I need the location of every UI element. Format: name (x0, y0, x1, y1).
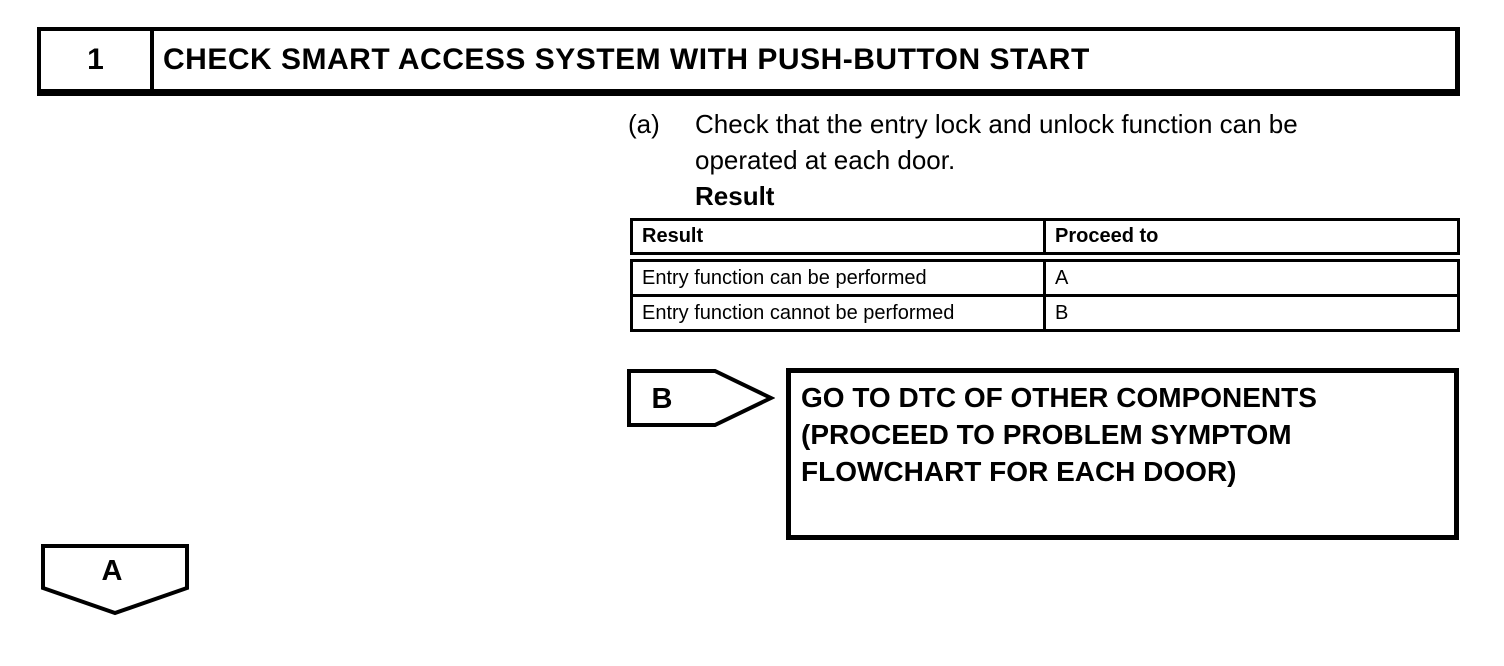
connector-b: B (627, 369, 775, 427)
connector-a-pentagon-shape (41, 544, 189, 616)
table-cell-result: Entry function cannot be performed (630, 294, 1046, 332)
table-cell-result: Entry function can be performed (630, 255, 1046, 297)
connector-b-arrow-shape (627, 369, 775, 427)
instruction-text: Check that the entry lock and unlock fun… (695, 109, 1298, 175)
table-cell-proceed-to: A (1043, 255, 1460, 297)
table-cell-proceed-to: B (1043, 294, 1460, 332)
table-row: Entry function can be performed A (630, 255, 1460, 297)
result-label: Result (695, 181, 775, 211)
action-box-b: GO TO DTC OF OTHER COMPONENTS (PROCEED T… (786, 368, 1459, 540)
step-number: 1 (41, 31, 154, 89)
table-header-row: Result Proceed to (630, 218, 1460, 262)
connector-a: A (41, 544, 189, 616)
result-table: Result Proceed to Entry function can be … (630, 218, 1460, 332)
connector-b-label: B (652, 383, 673, 415)
table-row: Entry function cannot be performed B (630, 294, 1460, 332)
step-header: 1 CHECK SMART ACCESS SYSTEM WITH PUSH-BU… (37, 27, 1460, 96)
table-header-proceed-to: Proceed to (1043, 218, 1460, 262)
instruction-marker: (a) (628, 109, 660, 139)
connector-a-label: A (102, 555, 123, 587)
table-header-result: Result (630, 218, 1046, 262)
instruction-block: (a) Check that the entry lock and unlock… (628, 106, 1463, 178)
step-title: CHECK SMART ACCESS SYSTEM WITH PUSH-BUTT… (163, 43, 1090, 76)
